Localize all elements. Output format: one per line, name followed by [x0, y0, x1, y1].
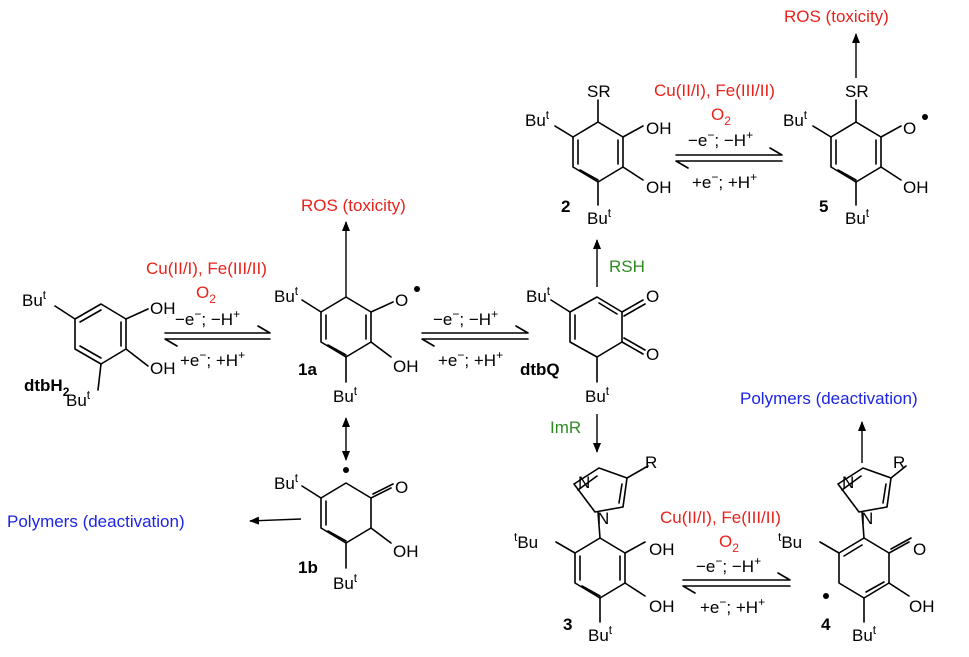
- svg-text:OH: OH: [393, 357, 419, 376]
- svg-text:SR: SR: [587, 82, 611, 101]
- svg-text:But: But: [585, 384, 610, 406]
- compound-4: N N R tBu O OH But 4: [778, 421, 935, 645]
- svg-text:OH: OH: [646, 178, 672, 197]
- svg-text:But: But: [845, 206, 870, 228]
- svg-text:+e−; +H+: +e−; +H+: [700, 595, 765, 617]
- svg-text:OH: OH: [649, 540, 675, 559]
- compound-1b: But O OH But 1b: [249, 467, 419, 593]
- svg-text:O: O: [903, 119, 916, 138]
- equilibrium-1a-dtbQ: −e−; −H+ +e−; +H+: [421, 307, 529, 370]
- label-5: 5: [819, 197, 828, 216]
- svg-text:Cu(II/I), Fe(III/II): Cu(II/I), Fe(III/II): [654, 81, 775, 100]
- outcome-ros-1a: ROS (toxicity): [301, 196, 406, 215]
- svg-text:+e−; +H+: +e−; +H+: [692, 170, 757, 192]
- svg-text:But: But: [333, 384, 358, 406]
- svg-text:But: But: [588, 623, 613, 645]
- label-3: 3: [563, 615, 572, 634]
- svg-text:N: N: [597, 509, 609, 528]
- svg-text:OH: OH: [646, 119, 672, 138]
- reagent-imr: ImR: [550, 418, 581, 437]
- svg-text:+e−; +H+: +e−; +H+: [180, 348, 245, 370]
- radical-dot-icon: [922, 114, 928, 120]
- label-1a: 1a: [298, 360, 317, 379]
- svg-text:O2: O2: [719, 532, 739, 555]
- svg-text:−e−; −H+: −e−; −H+: [175, 307, 240, 329]
- svg-text:OH: OH: [903, 178, 929, 197]
- svg-text:But: But: [274, 284, 299, 306]
- label-1b: 1b: [298, 558, 318, 577]
- svg-text:O: O: [646, 287, 659, 306]
- svg-text:+e−; +H+: +e−; +H+: [438, 348, 503, 370]
- label-4: 4: [821, 615, 831, 634]
- outcome-polymers-4: Polymers (deactivation): [740, 389, 918, 408]
- svg-text:−e−; −H+: −e−; −H+: [696, 554, 761, 576]
- label-dtbH2: dtbH2: [24, 376, 70, 399]
- svg-text:tBu: tBu: [514, 530, 538, 552]
- svg-text:But: But: [333, 571, 358, 593]
- svg-text:N: N: [578, 473, 590, 492]
- svg-text:But: But: [66, 388, 91, 410]
- svg-text:O2: O2: [711, 105, 731, 128]
- svg-text:O2: O2: [196, 283, 216, 306]
- svg-text:OH: OH: [150, 359, 176, 378]
- equilibrium-dtbH2-1a: Cu(II/I), Fe(III/II) O2 −e−; −H+ +e−; +H…: [146, 259, 271, 370]
- svg-text:OH: OH: [909, 597, 935, 616]
- svg-text:Cu(II/I), Fe(III/II): Cu(II/I), Fe(III/II): [146, 259, 267, 278]
- svg-text:But: But: [526, 284, 551, 306]
- svg-text:Cu(II/I), Fe(III/II): Cu(II/I), Fe(III/II): [660, 508, 781, 527]
- svg-text:OH: OH: [393, 542, 419, 561]
- radical-dot-icon: [823, 593, 829, 599]
- svg-text:N: N: [861, 509, 873, 528]
- svg-text:But: But: [852, 623, 877, 645]
- outcome-ros-5: ROS (toxicity): [784, 7, 889, 26]
- svg-text:tBu: tBu: [778, 530, 802, 552]
- svg-text:SR: SR: [845, 82, 869, 101]
- svg-text:R: R: [893, 453, 905, 472]
- reagent-rsh: RSH: [609, 257, 645, 276]
- svg-text:−e−; −H+: −e−; −H+: [433, 307, 498, 329]
- label-dtbQ: dtbQ: [520, 360, 560, 379]
- svg-text:But: But: [783, 108, 808, 130]
- svg-text:N: N: [842, 473, 854, 492]
- svg-text:R: R: [645, 453, 657, 472]
- outcome-polymers-1b: Polymers (deactivation): [7, 512, 185, 531]
- compound-dtbQ: But O O But dtbQ: [520, 239, 659, 453]
- compound-2: SR But OH OH But 2: [525, 82, 672, 228]
- svg-text:−e−; −H+: −e−; −H+: [688, 128, 753, 150]
- svg-text:OH: OH: [649, 597, 675, 616]
- equilibrium-3-4: Cu(II/I), Fe(III/II) O2 −e−; −H+ +e−; +H…: [660, 508, 791, 617]
- svg-text:O: O: [395, 478, 408, 497]
- svg-text:OH: OH: [150, 299, 176, 318]
- svg-text:O: O: [395, 291, 408, 310]
- svg-text:O: O: [646, 345, 659, 364]
- equilibrium-2-5: Cu(II/I), Fe(III/II) O2 −e−; −H+ +e−; +H…: [654, 81, 783, 192]
- compound-3: N N R tBu OH OH But 3: [514, 453, 675, 645]
- compound-5: SR But O OH But 5: [783, 33, 929, 228]
- svg-text:But: But: [22, 288, 47, 310]
- radical-dot-icon: [343, 467, 349, 473]
- svg-text:But: But: [525, 108, 550, 130]
- compound-dtbH2: But OH OH But dtbH2: [22, 288, 176, 410]
- svg-text:But: But: [587, 206, 612, 228]
- compound-1a: But O OH But 1a: [274, 221, 420, 406]
- radical-dot-icon: [414, 286, 420, 292]
- svg-text:O: O: [913, 540, 926, 559]
- label-2: 2: [561, 197, 570, 216]
- svg-text:But: But: [274, 471, 299, 493]
